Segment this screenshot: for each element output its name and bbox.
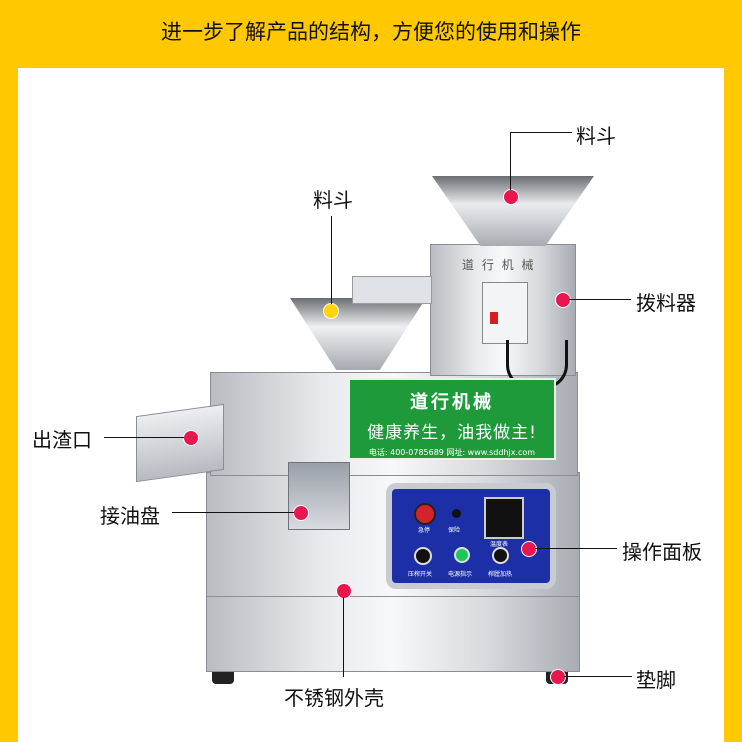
switch-box bbox=[482, 282, 528, 344]
marker-left-hopper bbox=[323, 303, 339, 319]
label-residue: 出渣口 bbox=[32, 428, 92, 452]
marker-shell bbox=[336, 583, 352, 599]
line-feet bbox=[564, 676, 632, 677]
heating-switch[interactable] bbox=[492, 547, 509, 564]
label-shell: 不锈钢外壳 bbox=[284, 686, 384, 710]
lower-body-bottom bbox=[206, 596, 580, 672]
fuse-button[interactable] bbox=[452, 509, 461, 518]
power-label: 电源指示 bbox=[448, 571, 473, 578]
label-oil-tray: 接油盘 bbox=[100, 504, 160, 528]
line-shell bbox=[343, 597, 344, 677]
brand-name: 道行机械 bbox=[410, 392, 494, 413]
left-hopper bbox=[290, 298, 426, 370]
temperature-display bbox=[484, 497, 524, 539]
marker-top-hopper bbox=[503, 189, 519, 205]
marker-feet bbox=[550, 669, 566, 685]
line-left-hopper bbox=[331, 216, 332, 304]
press-switch-knob[interactable] bbox=[414, 547, 432, 565]
marker-residue bbox=[183, 430, 199, 446]
foot-left bbox=[212, 668, 234, 684]
heating-label: 榨膛加热 bbox=[488, 571, 513, 578]
residue-chute bbox=[136, 403, 224, 483]
top-hopper bbox=[432, 176, 594, 246]
label-left-hopper: 料斗 bbox=[313, 188, 353, 212]
temp-label: 温度表 bbox=[490, 541, 509, 548]
marker-oil-tray bbox=[293, 505, 309, 521]
brand-slogan: 健康养生，油我做主! bbox=[367, 423, 537, 443]
switch-red bbox=[490, 312, 498, 324]
brand-plate: 道行机械 健康养生，油我做主! 电话: 400-0785689 网址: www.… bbox=[348, 378, 556, 460]
page-title: 进一步了解产品的结构，方便您的使用和操作 bbox=[161, 20, 581, 44]
line-oil-tray bbox=[172, 512, 294, 513]
power-indicator bbox=[454, 547, 470, 563]
control-panel-plate: 急停 保险 温度表 压榨开关 电源指示 榨膛加热 bbox=[386, 483, 556, 589]
marker-control bbox=[521, 541, 537, 557]
fuse-label: 保险 bbox=[448, 527, 461, 534]
brand-contact: 电话: 400-0785689 网址: www.sddhjx.com bbox=[368, 448, 536, 457]
line-stirrer bbox=[569, 299, 631, 300]
label-top-hopper: 料斗 bbox=[576, 124, 616, 148]
stop-label: 急停 bbox=[418, 527, 431, 534]
label-control-panel: 操作面板 bbox=[622, 540, 702, 564]
line-top-hopper-h bbox=[510, 132, 572, 133]
marker-stirrer bbox=[555, 292, 571, 308]
emergency-stop-button[interactable] bbox=[414, 503, 436, 525]
line-control bbox=[535, 548, 617, 549]
line-residue bbox=[104, 437, 184, 438]
label-stirrer: 拨料器 bbox=[636, 291, 696, 315]
top-box-text: 道 行 机 械 bbox=[462, 258, 536, 272]
switch-label: 压榨开关 bbox=[408, 571, 433, 578]
line-top-hopper-v bbox=[510, 132, 511, 190]
left-hopper-support bbox=[352, 276, 432, 304]
label-feet: 垫脚 bbox=[636, 668, 676, 692]
